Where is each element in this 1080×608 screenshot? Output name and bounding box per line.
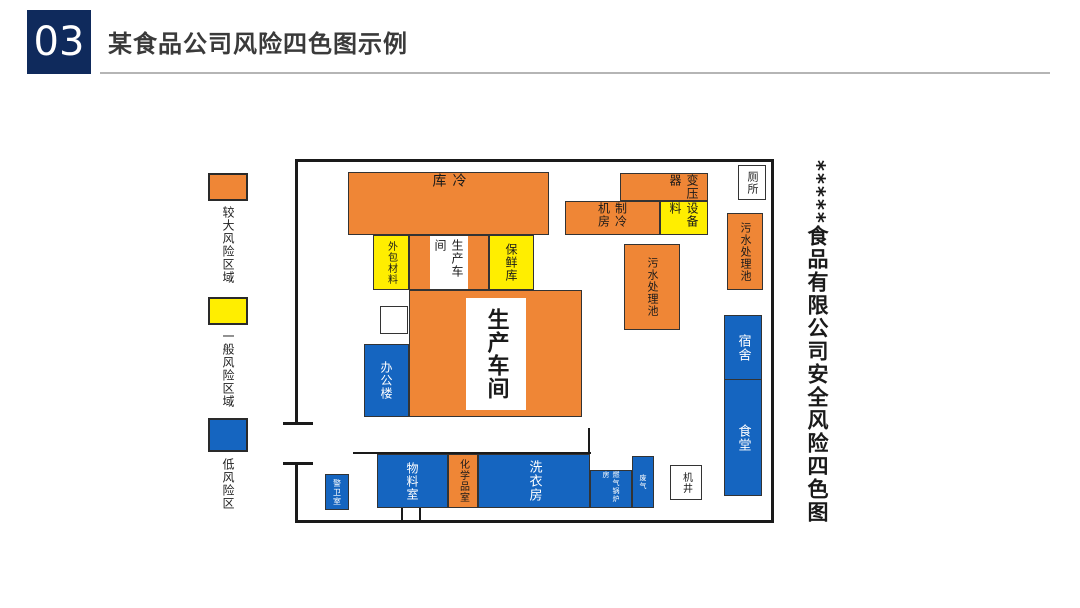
area-gas-room: 废气 [632,456,654,508]
legend-label-low: 低风险区 [221,458,235,510]
area-equipment-material: 设备料 [660,201,708,235]
area-sewage-pool-right: 污水处理池 [727,213,763,290]
area-chemical-room: 化学品室 [448,454,478,508]
area-fresh-storage: 保鲜库 [489,235,534,290]
area-refrigeration-room: 制冷机房 [565,201,660,235]
legend-swatch-low [208,418,248,452]
area-production-workshop-main: 生产车间 [409,290,582,417]
area-sewage-pool-mid: 污水处理池 [624,244,680,330]
area-outer-packaging: 外包材料 [373,235,409,290]
area-sewage-pool-right-label: 污水处理池 [739,221,752,282]
area-small-structure [380,306,408,334]
area-refrigeration-room-label: 制冷机房 [596,202,628,228]
page-title: 某食品公司风险四色图示例 [108,30,408,58]
inner-wall-stub-a [401,508,403,522]
area-laundry-room: 洗衣房 [478,454,590,508]
map-title: *****食品有限公司安全风险四色图 [805,160,829,524]
area-cold-storage-label: 冷 库 [430,173,467,209]
area-laundry-room-label: 洗衣房 [526,460,542,502]
area-material-room: 物料室 [377,454,448,508]
legend-label-general: 一般风险区域 [221,330,235,408]
area-production-workshop-small: 生产车间 [409,235,489,290]
inner-wall-horizontal [353,452,591,454]
area-outer-packaging-label: 外包材料 [385,240,397,285]
area-equipment-material-label: 设备料 [668,202,699,228]
wall-right [771,159,774,523]
area-chemical-room-label: 化学品室 [457,459,469,503]
gate-post-lower [283,462,313,465]
area-well: 机井 [670,465,702,500]
wall-top [295,159,773,162]
inner-wall-vertical [588,428,590,454]
area-guard-room-label: 警卫室 [332,478,342,506]
area-boiler-room: 燃气锅炉房 [590,470,632,508]
wall-bottom [295,520,773,523]
legend-swatch-high [208,173,248,201]
area-canteen: 食堂 [724,380,762,496]
area-production-workshop-main-label: 生产车间 [465,297,526,410]
area-dormitory-label: 宿舍 [735,333,751,362]
area-material-room-label: 物料室 [405,461,419,501]
area-gas-room-label: 废气 [639,474,647,490]
wall-left-lower [295,462,298,523]
legend-swatch-general [208,297,248,325]
area-transformer: 变压器 [620,173,708,201]
area-transformer-label: 变压器 [668,174,699,200]
header-divider [100,72,1050,74]
area-cold-storage: 冷 库 [348,172,549,235]
area-fresh-storage-label: 保鲜库 [504,243,518,282]
area-sewage-pool-mid-label: 污水处理池 [646,257,659,317]
area-office-building: 办公楼 [364,344,409,417]
area-canteen-label: 食堂 [735,423,751,452]
gate-post-upper [283,422,313,425]
wall-left-upper [295,159,298,423]
legend-label-high: 较大风险区域 [221,206,235,284]
area-office-building-label: 办公楼 [379,361,393,400]
inner-wall-stub-b [419,508,421,522]
area-toilet: 厕所 [738,165,766,200]
area-guard-room: 警卫室 [325,474,349,510]
section-number: 03 [27,10,91,74]
area-well-label: 机井 [680,471,692,494]
area-production-workshop-small-label: 生产车间 [430,236,468,289]
area-dormitory: 宿舍 [724,315,762,380]
area-boiler-room-label: 燃气锅炉房 [602,471,620,503]
area-toilet-label: 厕所 [746,170,759,195]
